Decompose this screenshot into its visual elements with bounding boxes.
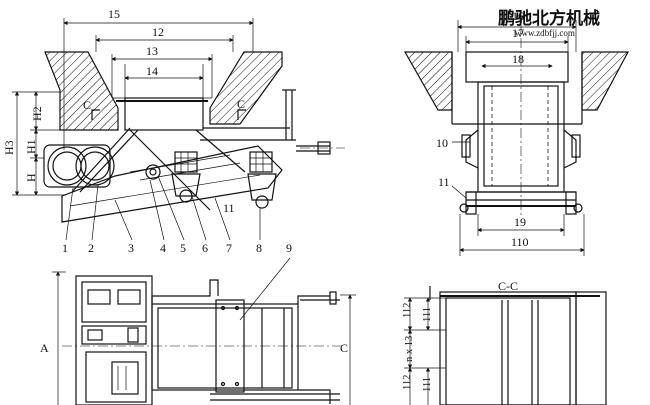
magnet-left [174,151,198,173]
dim-12: 12 [152,25,164,39]
dim-h2: H2 [30,106,44,121]
right-pit-wall [209,51,283,125]
front-view: C C 15 12 13 14 H2 H3 H1 H 11 [2,7,345,223]
callout-9: 9 [286,241,292,255]
section-dim-bottom-inner: 111 [422,377,433,392]
plan-view: A C [40,271,356,405]
part-11: 11 [223,201,235,215]
watermark-brand: 鹏驰北方机械 [498,8,600,28]
dim-19: 19 [514,215,526,229]
callout-4: 4 [160,241,166,255]
section-mark-left: C [83,98,91,112]
callout-6: 6 [202,241,208,255]
dim-a: A [40,341,49,355]
magnet-right [249,151,273,173]
section-dim-top: 112 [402,303,413,318]
dim-14: 14 [146,64,158,78]
dimension-lines [12,18,254,196]
section-dim-middle: n x 13 [404,336,415,362]
motor-left [47,146,87,186]
dim-110: 110 [511,235,529,249]
callout-3: 3 [128,241,134,255]
callout-8: 8 [256,241,262,255]
dim-h1: H1 [24,139,38,154]
dim-h: H [24,173,38,182]
section-view: C-C 112 111 n x 13 112 111 [402,279,607,405]
dim-15: 15 [108,7,120,21]
callout-1: 1 [62,241,68,255]
side-right-pit-wall [581,51,630,111]
section-dim-bottom: 112 [402,375,413,390]
callout-5: 5 [180,241,186,255]
dim-c: C [340,341,348,355]
plan-trough [151,303,299,391]
callout-leaders [65,175,291,321]
motor-right [75,146,115,186]
watermark-url: www.zdbfjj.com [515,28,575,38]
dim-16: 16 [512,9,524,23]
section-mark-right: C [237,97,245,111]
section-dim-top-inner: 111 [422,307,433,322]
dim-h3: H3 [2,140,16,155]
callout-7: 7 [226,241,232,255]
side-view: 16 17 18 19 110 10 11 [403,9,630,256]
dim-18: 18 [512,52,524,66]
callout-2: 2 [88,241,94,255]
part-11-side: 11 [438,175,450,189]
dim-13: 13 [146,44,158,58]
trough [61,145,283,223]
section-title: C-C [498,279,518,293]
left-pit-wall [44,51,119,131]
plan-hopper-plate [215,299,245,393]
side-left-pit-wall [403,51,453,111]
part-10: 10 [436,136,448,150]
dim-17: 17 [512,26,524,40]
motor-housing [43,144,111,188]
hopper [124,97,204,131]
